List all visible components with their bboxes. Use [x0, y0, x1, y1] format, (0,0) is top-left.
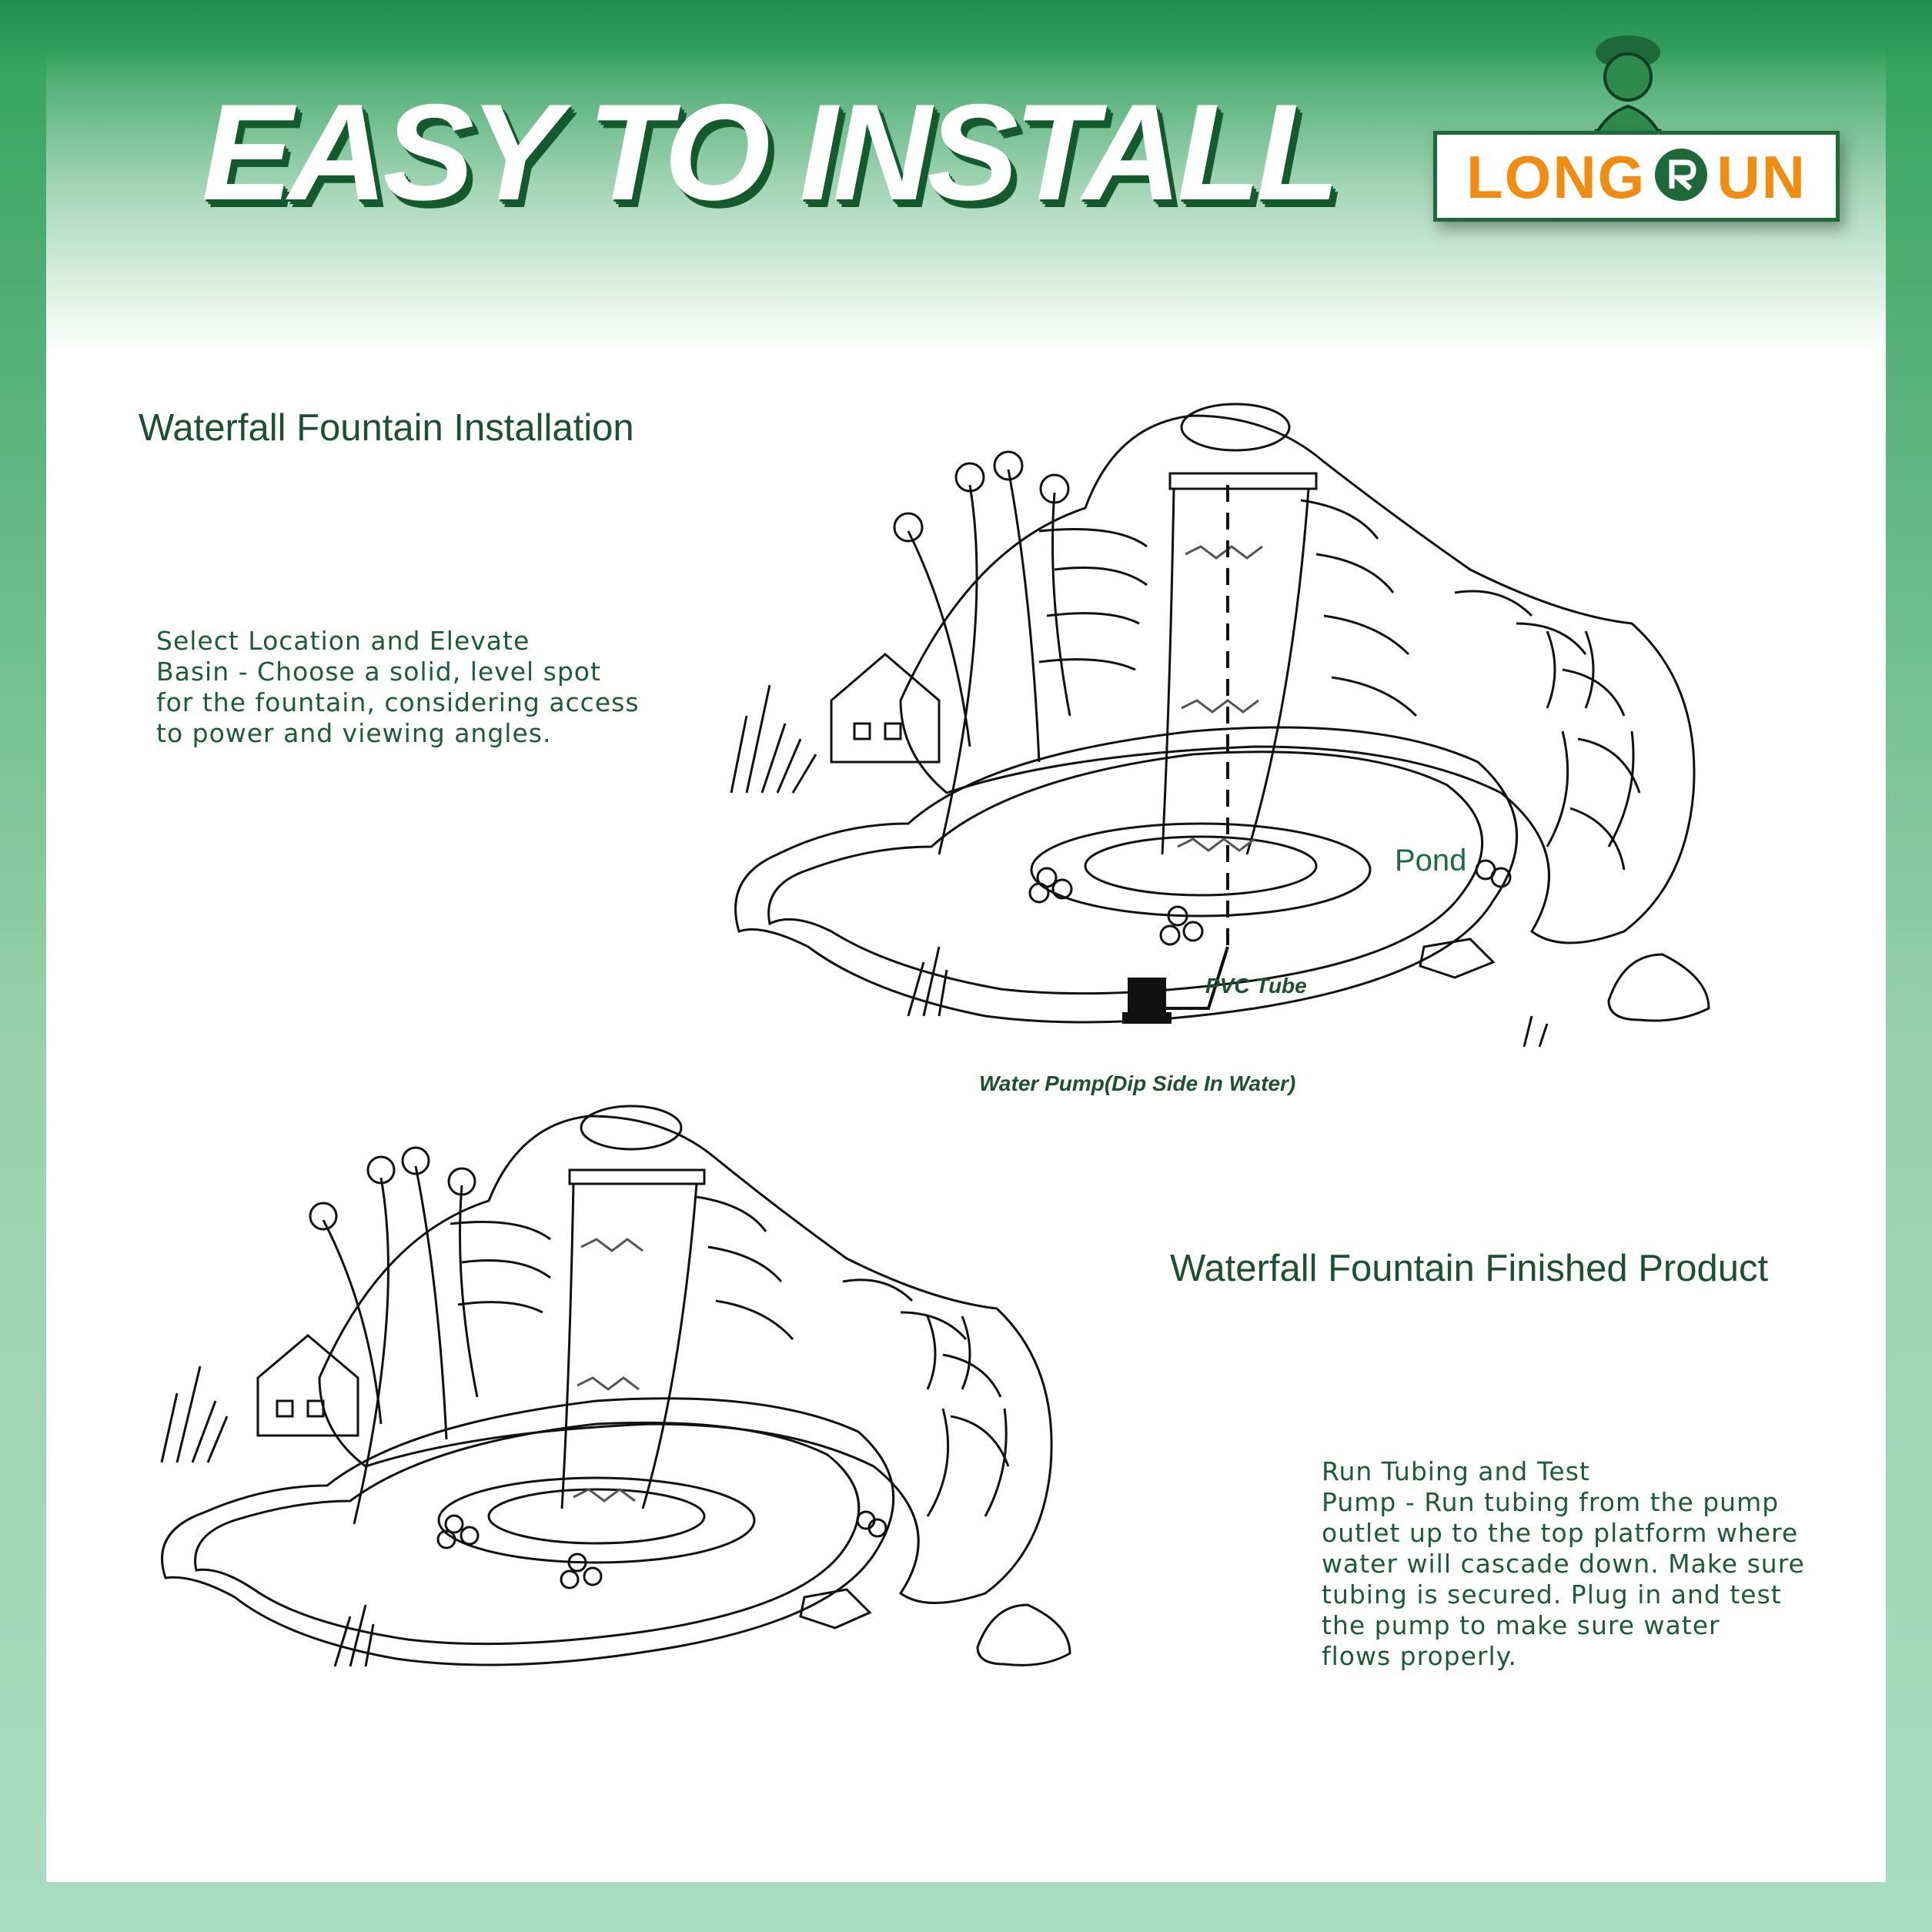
step2-description: Run Tubing and Test Pump - Run tubing fr…	[1322, 1456, 1805, 1671]
pvc-tube-label: PVC Tube	[1205, 974, 1307, 998]
finished-product-diagram	[160, 1105, 1071, 1667]
ripple-inner	[1084, 835, 1318, 897]
installation-diagram	[730, 403, 1710, 1048]
step1-description: Select Location and Elevate Basin - Choo…	[156, 626, 640, 748]
step1-heading: Waterfall Fountain Installation	[139, 407, 634, 449]
water-curtain	[1161, 488, 1310, 855]
brand-r-icon	[1655, 149, 1708, 201]
pond-label: Pond	[1395, 844, 1467, 877]
content-panel	[46, 46, 1886, 1882]
spillway-top	[1168, 472, 1318, 490]
rock-mound	[899, 414, 1696, 944]
birdhouse-2	[256, 1334, 359, 1437]
birdhouse	[830, 653, 941, 764]
iris-stems	[907, 469, 1071, 855]
grass-left	[730, 684, 817, 794]
water-curtain-2	[560, 1183, 698, 1509]
pond-outline	[734, 726, 1518, 1024]
ripple-outer	[1030, 822, 1372, 918]
water-pump-label: Water Pump(Dip Side In Water)	[979, 1071, 1296, 1095]
page-title: EASY TO INSTALL	[202, 75, 1340, 229]
step2-heading: Waterfall Fountain Finished Product	[1170, 1248, 1769, 1289]
rock-mound-2	[318, 1115, 1053, 1604]
pvc-tube	[1162, 485, 1229, 1010]
